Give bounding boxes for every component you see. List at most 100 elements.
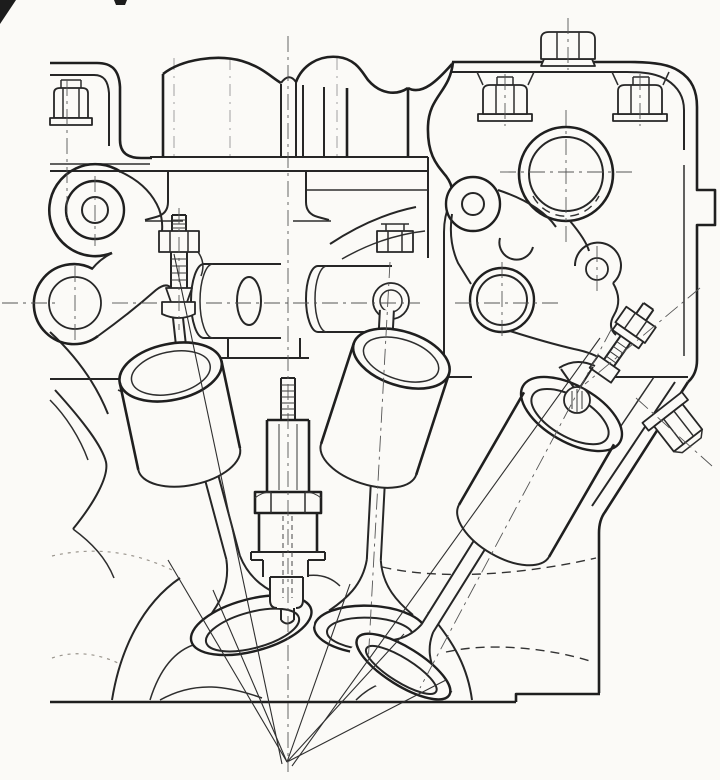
- break-line-hump-right: [407, 63, 453, 92]
- part-group-gCS: [319, 327, 451, 489]
- valve-cover-right-inner: [452, 71, 685, 150]
- center-valve-neck: [328, 559, 414, 616]
- cover-recess-wall-right-a: [611, 71, 619, 86]
- injector-nozzle-tip: [280, 608, 295, 625]
- injector-sleeve: [262, 560, 309, 577]
- centerline-right-valve-axis: [419, 327, 613, 689]
- chamber-dome-left: [111, 577, 181, 701]
- center-spring-bottom: [319, 443, 418, 489]
- cover-recess-wall-left-a: [476, 71, 484, 86]
- rocker-shaft-left-oval: [236, 276, 262, 326]
- right-rocker-boss: [444, 175, 502, 233]
- left-stud-nut-body: [53, 87, 89, 119]
- cover-nut-left-body: [482, 84, 528, 115]
- right-spring-side-right: [547, 443, 616, 558]
- right-rocker-upper-edge: [497, 189, 557, 228]
- rocker-chamber-wall: [443, 202, 451, 376]
- left-adjuster-shaft: [170, 252, 188, 288]
- part-group-gSC: [588, 302, 657, 384]
- right-rocker-upper-edge-b: [569, 220, 590, 252]
- part-group-gPL: [641, 391, 704, 454]
- cover-nut-right-body: [617, 84, 663, 115]
- injector-hex-bevels: [254, 491, 322, 499]
- injector-nozzle-body: [269, 576, 304, 609]
- injector-lower-block: [257, 513, 319, 552]
- right-spring-bottom: [456, 504, 550, 567]
- right-adjuster-shaft: [603, 335, 632, 367]
- holder-leg-right: [305, 171, 330, 221]
- rocker-shaft-left-end-outer: [190, 263, 205, 339]
- scan-corner-artifact: [0, 0, 16, 24]
- side-plug-chamfer: [673, 429, 703, 454]
- right-rocker-small-boss-arc: [573, 241, 622, 284]
- holder-leg-left: [144, 171, 169, 221]
- rocker-shaft-right-end-outer: [305, 265, 319, 333]
- left-spring-silhouette: [119, 342, 241, 487]
- intake-port-wall-nose: [54, 389, 108, 530]
- spray-line-1: [167, 559, 288, 763]
- rocker-shaft-right-end-inner: [314, 265, 328, 333]
- center-spring-silhouette: [320, 328, 450, 488]
- side-plug-washer: [641, 391, 689, 432]
- chamber-sketch-line-left-upper: [51, 550, 173, 571]
- rocker-shaft-left-end-inner: [199, 263, 214, 339]
- left-rocker-arm-right-edge: [197, 251, 204, 277]
- left-stud-tip: [60, 79, 82, 88]
- centerline-center-valve-axis: [367, 261, 391, 666]
- break-line-hump-middle: [294, 55, 409, 94]
- center-spring-top-inner: [362, 336, 440, 383]
- scan-edge-artifact: [114, 0, 127, 5]
- chamber-hidden-line-right-upper: [367, 557, 597, 576]
- valve-axis-construction-left: [173, 253, 283, 765]
- right-adjuster-foot: [588, 354, 621, 384]
- left-spring-top-inner: [130, 350, 211, 396]
- center-spring-side-left: [319, 342, 356, 445]
- head-bottom-face-step: [514, 692, 600, 702]
- right-adjuster-washer: [611, 322, 645, 350]
- rocker-shaft-right-silhouette: [318, 266, 390, 332]
- valve-cover-left-outer: [50, 61, 152, 160]
- spray-line-3: [286, 583, 351, 763]
- cover-nut-right-stud: [632, 76, 650, 85]
- left-rocker-pivot-outer-arc: [32, 262, 99, 346]
- right-valve-head: [355, 632, 452, 701]
- chamber-sketch-line-left-lower: [51, 653, 121, 665]
- left-rocker-upper-edge: [120, 171, 164, 232]
- chamber-hidden-line-right-lower: [445, 646, 594, 663]
- break-line-sleeve-top: [280, 76, 297, 84]
- intake-port-wall-lower: [72, 528, 115, 579]
- spray-line-4: [286, 633, 405, 763]
- cover-recess-wall-right-b: [662, 71, 670, 86]
- head-right-wall-outer: [687, 162, 717, 383]
- cover-nut-top-body: [540, 31, 596, 60]
- right-rocker-underside: [509, 330, 605, 362]
- left-stud-nut-washer: [49, 117, 93, 126]
- left-spring-bottom: [137, 448, 242, 488]
- right-valve-head-rim: [364, 644, 438, 695]
- spray-line-2: [212, 589, 288, 763]
- right-adjuster-stub: [635, 302, 655, 322]
- pedestal-arc-upper: [329, 206, 417, 245]
- left-rocker-underside: [97, 284, 172, 337]
- head-right-angled-face-inner: [591, 381, 676, 507]
- left-rocker-outer-arc: [47, 162, 122, 258]
- rocker-shaft-left-silhouette: [204, 264, 281, 338]
- right-rocker-left-edge: [449, 213, 472, 285]
- left-spring-side-left: [118, 382, 140, 471]
- valve-axis-construction-right: [291, 337, 601, 767]
- injector-body-inner-lines: [278, 424, 298, 490]
- port-boss-arc: [498, 237, 534, 261]
- part-group-gRS: [456, 375, 624, 567]
- right-adjuster-locknut-facets: [623, 312, 648, 338]
- center-rocker-nut-top: [381, 223, 409, 231]
- pedestal-arc-lower: [341, 230, 426, 260]
- break-line-hump-left: [162, 56, 282, 85]
- right-spring-side-left: [457, 391, 526, 506]
- left-valve-tip-cup: [161, 301, 196, 319]
- intake-port-inner-wall: [49, 399, 89, 461]
- left-spring-side-right: [220, 360, 242, 449]
- head-right-angled-face-outer: [597, 381, 690, 693]
